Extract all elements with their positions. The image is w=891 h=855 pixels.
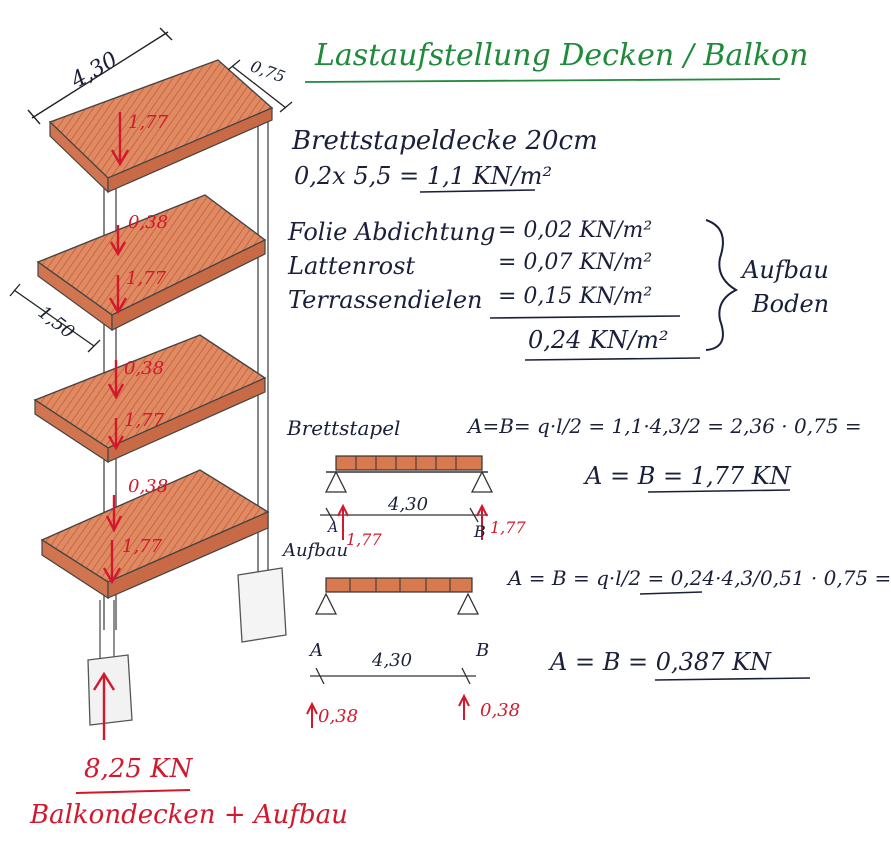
slab-load-label: 1,77 (126, 268, 167, 289)
beam2-right-support: B (476, 640, 490, 661)
buildup-label: Lattenrost (288, 252, 416, 280)
dimension-length (27, 27, 173, 125)
beam1-label: Brettstapel (287, 416, 401, 440)
beam1-span: 4,30 (388, 494, 429, 515)
slab-2 (36, 194, 267, 332)
beam1-result-underline (647, 489, 791, 493)
beam2-formula-fraction (639, 591, 703, 595)
slab-load-label: 0,38 (124, 358, 165, 379)
buildup-label: Folie Abdichtung (288, 218, 496, 246)
back-post (237, 108, 287, 643)
beam2-result: A = B = 0,387 KN (550, 648, 771, 676)
beam2-right-reaction: 0,38 (480, 700, 521, 721)
buildup-sum-line (489, 315, 681, 319)
beam2-diagram (306, 577, 480, 728)
buildup-value: = 0,15 KN/m² (498, 284, 653, 309)
slab-load-label: 1,77 (124, 410, 165, 431)
beam2-span: 4,30 (372, 650, 413, 671)
buildup-brace (705, 219, 739, 351)
base-total-value: 8,25 KN (84, 754, 193, 784)
buildup-brace-label: Aufbau (742, 256, 829, 284)
load-arrows (92, 112, 130, 740)
beam1-left-reaction: 1,77 (346, 530, 382, 549)
base-total-underline (75, 789, 191, 794)
beam1-left-support: A (328, 520, 339, 536)
dimension-depth (227, 59, 293, 113)
beam1-diagram (320, 455, 494, 540)
beam2-label: Aufbau (283, 540, 349, 561)
slab-load-label: 1,77 (122, 536, 163, 557)
buildup-label: Terrassendielen (288, 286, 483, 314)
buildup-sum: 0,24 KN/m² (528, 326, 669, 354)
slab-load-label: 0,38 (128, 476, 169, 497)
base-total-caption: Balkondecken + Aufbau (30, 800, 348, 830)
page-title: Lastaufstellung Decken / Balkon (315, 38, 809, 73)
slab-heading: Brettstapeldecke 20cm (292, 126, 598, 156)
beam2-left-reaction: 0,38 (318, 706, 359, 727)
beam2-left-support: A (310, 640, 323, 661)
beam2-result-underline (654, 677, 811, 681)
beam1-formula: A=B= q·l/2 = 1,1·4,3/2 = 2,36 · 0,75 = (468, 414, 862, 438)
beam1-result: A = B = 1,77 KN (585, 462, 791, 490)
beam1-right-reaction: 1,77 (490, 518, 526, 537)
buildup-brace-label: Boden (752, 290, 830, 318)
title-underline (304, 78, 781, 83)
slab-formula: 0,2x 5,5 = 1,1 KN/m² (294, 162, 553, 190)
dimension-side (9, 283, 101, 353)
beam2-formula: A = B = q·l/2 = 0,24·4,3/0,51 · 0,75 = (508, 566, 891, 590)
buildup-value: = 0,02 KN/m² (498, 218, 653, 243)
slab-load-label: 1,77 (128, 112, 169, 133)
slab-result-underline (419, 189, 536, 193)
buildup-value: = 0,07 KN/m² (498, 250, 653, 275)
beam1-right-support: B (474, 522, 486, 541)
buildup-double-line (524, 357, 701, 361)
slab-load-label: 0,38 (128, 212, 169, 233)
balcony-sketch (9, 27, 811, 794)
slab-3 (33, 334, 267, 464)
slab-4 (40, 469, 270, 600)
slab-1 (48, 59, 274, 194)
